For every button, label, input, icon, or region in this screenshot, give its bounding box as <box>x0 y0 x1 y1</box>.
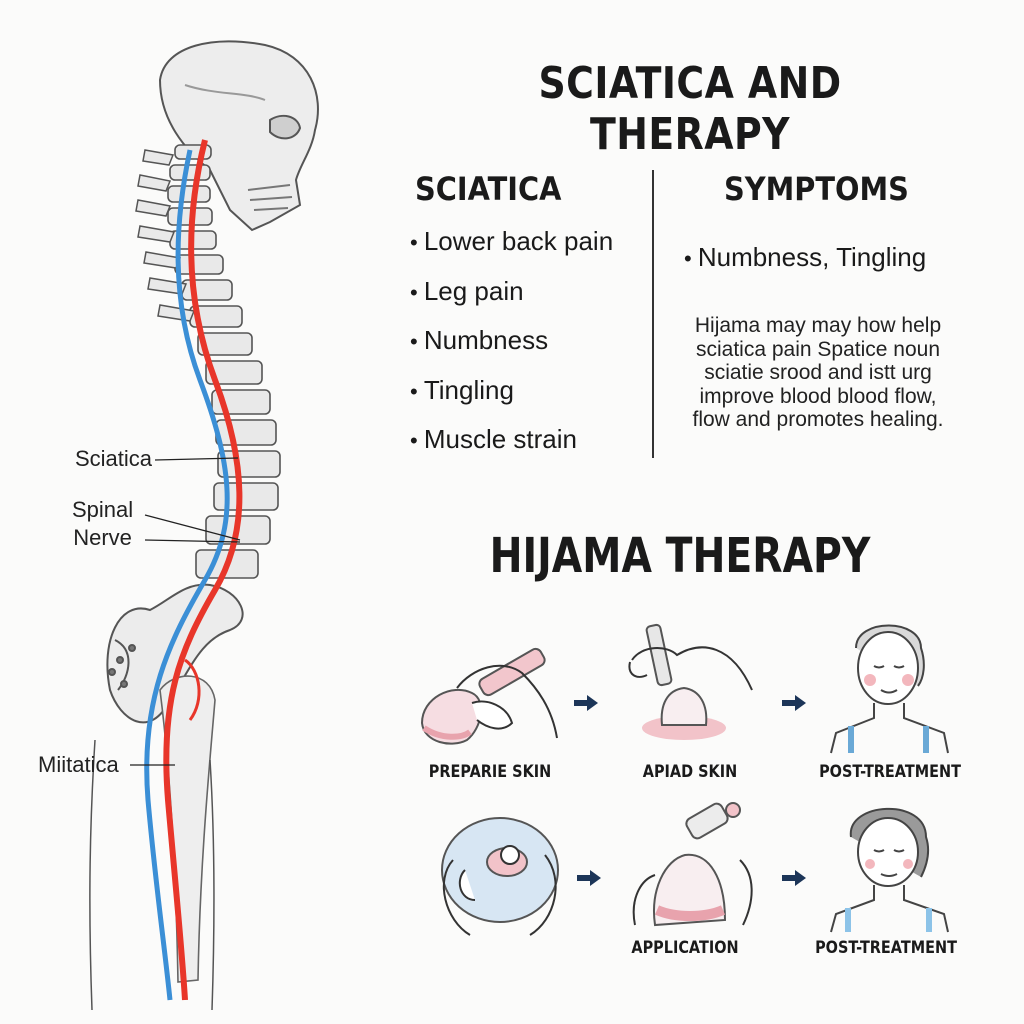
step-label: APPLICATION <box>631 938 739 958</box>
paragraph-line: flow and promotes healing. <box>692 408 944 431</box>
paragraph-line: sciatica pain Spatice noun <box>696 337 940 361</box>
list-item: Lower back pain <box>410 226 613 276</box>
step-label: POST-TREATMENT <box>819 762 961 782</box>
prepare-skin-icon <box>420 647 558 745</box>
spine-illustration <box>89 40 319 1011</box>
sciatica-heading: SCIATICA <box>415 170 562 208</box>
cup-on-skin-icon <box>628 623 753 740</box>
face-icon <box>830 624 949 754</box>
sciatica-list: Lower back pain Leg pain Numbness Tingli… <box>410 226 613 474</box>
list-item: Numbness <box>410 325 613 375</box>
list-item: Leg pain <box>410 276 613 326</box>
red-nerve <box>163 139 243 1001</box>
application-icon <box>632 802 753 927</box>
arrow-right-icon <box>782 870 806 886</box>
arrow-right-icon <box>577 870 601 886</box>
label-miitatica: Miitatica <box>38 752 119 777</box>
column-divider <box>652 170 654 458</box>
paragraph-line: Hijama may may how help <box>694 314 942 337</box>
symptoms-paragraph: Hijama may may how help sciatica pain Sp… <box>668 314 968 432</box>
step-label: APIAD SKIN <box>642 762 738 782</box>
arrow-right-icon <box>574 695 598 711</box>
list-item: Muscle strain <box>410 424 613 474</box>
label-sciatica: Sciatica <box>75 446 153 471</box>
symptoms-heading: SYMPTOMS <box>724 170 909 208</box>
pelvis <box>106 583 244 724</box>
cupping-hand-icon <box>441 817 559 936</box>
label-spinal-nerve: Spinal Nerve <box>72 497 134 550</box>
face-icon <box>830 807 949 933</box>
page-title: SCIATICA AND THERAPY <box>538 58 842 160</box>
arrow-right-icon <box>782 695 806 711</box>
step-label: PREPARIE SKIN <box>428 762 552 782</box>
list-item: Tingling <box>410 375 613 425</box>
paragraph-line: improve blood blood flow, <box>699 384 937 408</box>
symptoms-list: Numbness, Tingling <box>684 242 926 292</box>
hijama-heading: HIJAMA THERAPY <box>489 528 871 584</box>
paragraph-line: sciatie srood and istt urg <box>704 361 932 384</box>
list-item: Numbness, Tingling <box>684 242 926 292</box>
blue-nerve <box>144 149 230 1001</box>
step-label: POST-TREATMENT <box>815 938 957 958</box>
